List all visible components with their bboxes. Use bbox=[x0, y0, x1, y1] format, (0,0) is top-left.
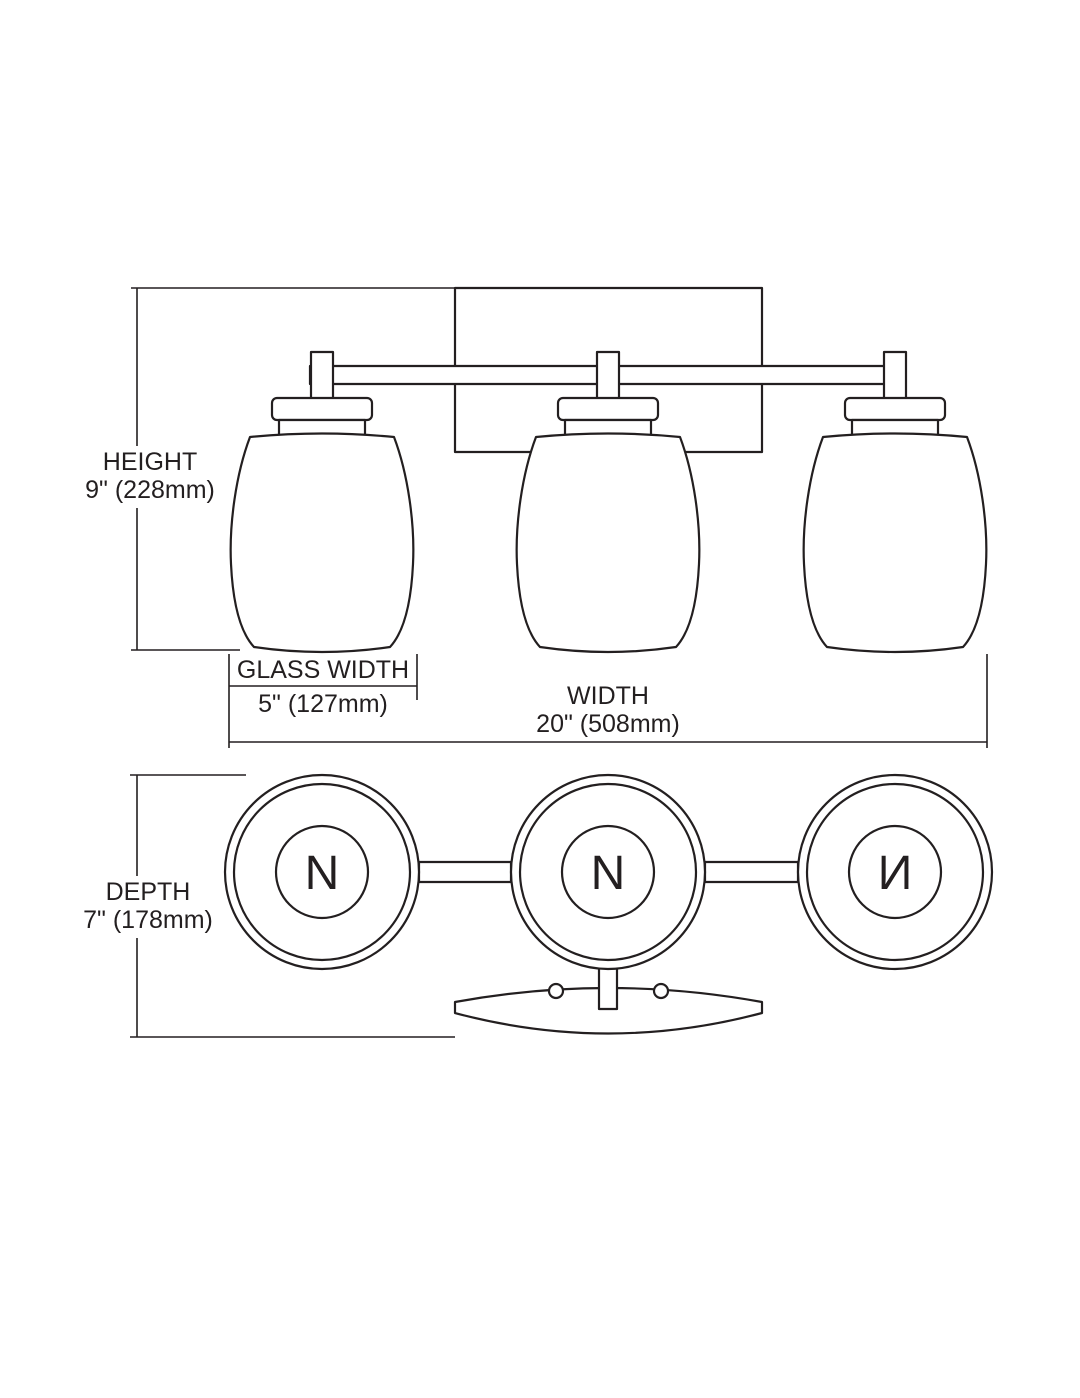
shade-ring-center bbox=[518, 782, 698, 962]
width-dimension: WIDTH 20" (508mm) bbox=[229, 654, 988, 748]
socket-symbol-left: N bbox=[305, 847, 340, 900]
socket-symbol-right: N bbox=[878, 847, 913, 900]
height-label: HEIGHT bbox=[103, 448, 197, 476]
shade-ring-left bbox=[232, 782, 412, 962]
lamp-cap-right bbox=[843, 396, 947, 422]
socket-circle-center bbox=[560, 824, 656, 920]
socket-symbol-right-mirror: N bbox=[878, 847, 913, 900]
height-dimension: HEIGHT 9" (228mm) bbox=[85, 287, 455, 651]
height-value: 9" (228mm) bbox=[85, 476, 215, 504]
depth-dimension: DEPTH 7" (178mm) bbox=[83, 774, 455, 1038]
screw-knob-left bbox=[547, 982, 565, 1000]
plate-stem bbox=[597, 965, 619, 1011]
plan-view: N N N bbox=[223, 773, 994, 1035]
glass-width-dimension: GLASS WIDTH 5" (127mm) bbox=[228, 654, 418, 748]
lamp-cap-left bbox=[270, 396, 374, 422]
screw-knob-right bbox=[652, 982, 670, 1000]
glass-shade-left bbox=[229, 432, 415, 654]
width-label: WIDTH bbox=[567, 682, 649, 710]
glass-shade-right bbox=[802, 432, 988, 654]
glass-shade-center bbox=[515, 432, 701, 654]
glass-width-value: 5" (127mm) bbox=[258, 690, 388, 718]
socket-circle-left bbox=[274, 824, 370, 920]
lamp-cap-center bbox=[556, 396, 660, 422]
width-value: 20" (508mm) bbox=[536, 710, 680, 738]
connector-arm-right bbox=[703, 860, 800, 884]
connector-arm-left bbox=[417, 860, 513, 884]
shade-ring-right bbox=[805, 782, 985, 962]
lamp-stem-center bbox=[595, 350, 621, 402]
glass-width-label: GLASS WIDTH bbox=[237, 656, 409, 684]
depth-value: 7" (178mm) bbox=[83, 906, 213, 934]
depth-label: DEPTH bbox=[106, 878, 191, 906]
shade-circle-right bbox=[796, 773, 994, 971]
lamp-stem-right bbox=[882, 350, 908, 402]
front-view bbox=[229, 286, 988, 654]
socket-circle-right bbox=[847, 824, 943, 920]
shade-circle-center bbox=[509, 773, 707, 971]
socket-symbol-center: N bbox=[591, 847, 626, 900]
lamp-stem-left bbox=[309, 350, 335, 402]
shade-circle-left bbox=[223, 773, 421, 971]
